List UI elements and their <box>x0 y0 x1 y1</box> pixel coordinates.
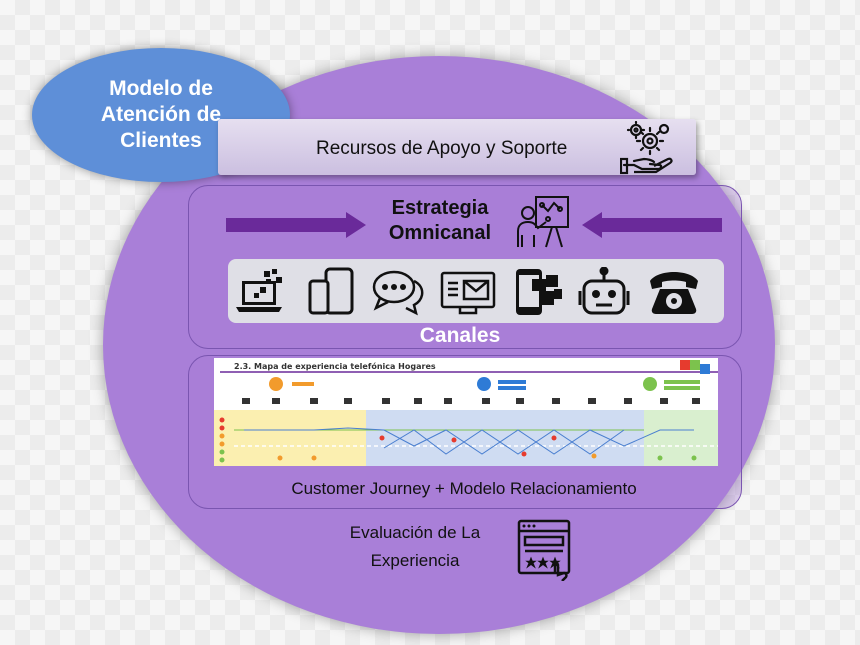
journey-map-header: 2.3. Mapa de experiencia telefónica Hoga… <box>234 362 436 371</box>
resources-box: Recursos de Apoyo y Soporte <box>218 119 696 175</box>
presenter-board-icon <box>517 196 569 248</box>
robot-icon <box>578 267 630 315</box>
journey-map: 2.3. Mapa de experiencia telefónica Hoga… <box>214 358 718 466</box>
email-icon <box>440 271 496 315</box>
laptop-icon <box>236 269 282 312</box>
left-arrow <box>582 212 722 238</box>
evaluation-line2: Experiencia <box>370 551 460 570</box>
strategy-line1: Estrategia <box>391 197 489 219</box>
journey-map-graphic <box>214 360 718 466</box>
journey-caption: Customer Journey + Modelo Relacionamient… <box>291 479 637 498</box>
chat-bubbles-icon <box>372 270 424 316</box>
channels-label: Canales <box>419 324 501 347</box>
evaluation-label: Evaluación de La Experiencia <box>320 519 510 575</box>
rating-window-icon <box>517 519 571 581</box>
gears-hand-icon <box>620 121 673 175</box>
resources-label: Recursos de Apoyo y Soporte <box>316 138 568 159</box>
telephone-icon <box>650 272 698 314</box>
strategy-line2: Omnicanal <box>388 222 492 244</box>
smartphone-apps-icon <box>516 269 562 315</box>
diagram-title: Modelo de Atención de Clientes <box>100 77 222 152</box>
mobile-devices-icon <box>308 267 354 315</box>
strategy-label: Estrategia Omnicanal <box>370 196 510 246</box>
evaluation-line1: Evaluación de La <box>349 523 481 542</box>
channels-bar <box>228 259 724 323</box>
right-arrow <box>226 212 366 238</box>
